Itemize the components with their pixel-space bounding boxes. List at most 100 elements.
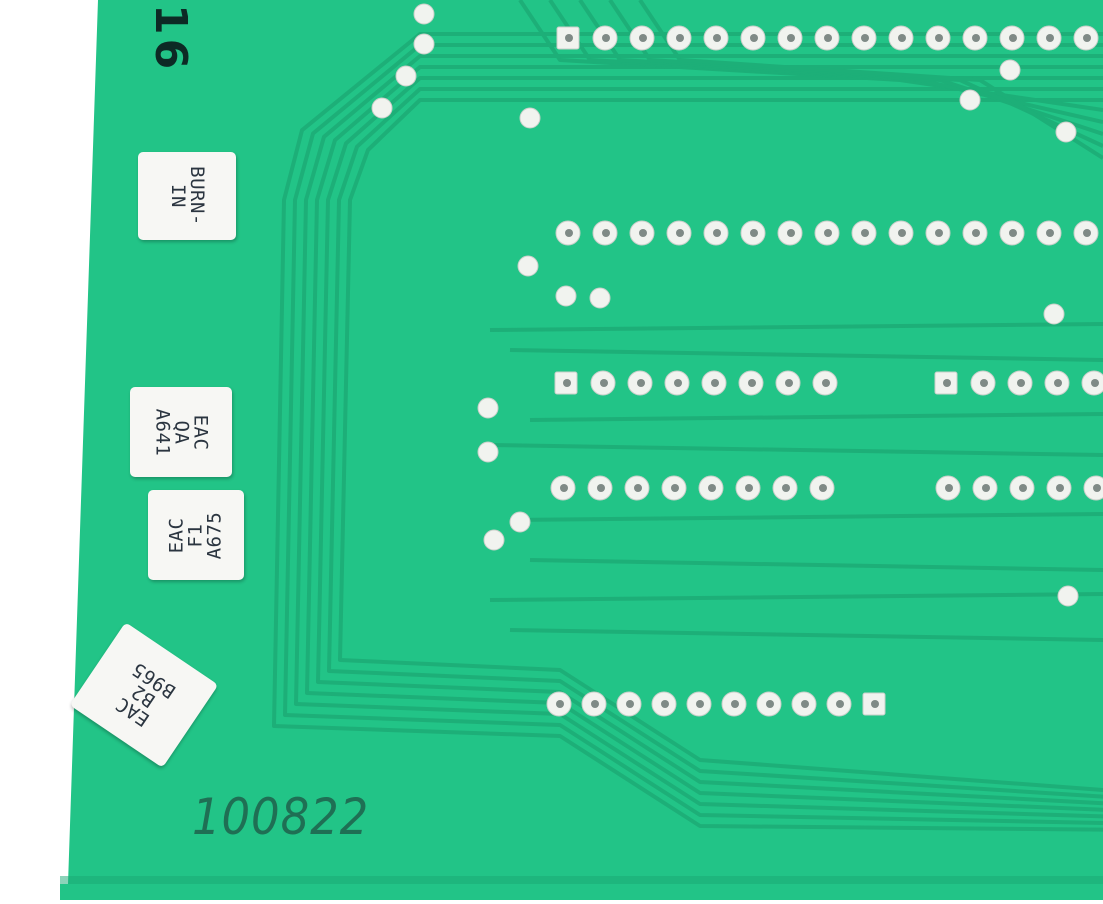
- square-pad: [556, 26, 580, 50]
- round-pad: [666, 220, 692, 246]
- round-pad: [629, 220, 655, 246]
- trace-line: [509, 512, 1103, 522]
- round-pad: [888, 25, 914, 51]
- sticker-eac-f1: EAC F1 A675: [148, 490, 244, 580]
- round-pad: [581, 691, 607, 717]
- sticker-burn-in-line1: BURN-: [185, 166, 208, 226]
- round-pad: [1046, 475, 1072, 501]
- via-hole: [483, 529, 505, 551]
- board-lower-edge-shadow: [60, 876, 1103, 884]
- round-pad: [703, 25, 729, 51]
- round-pad: [550, 475, 576, 501]
- round-pad: [661, 475, 687, 501]
- trace-line: [272, 32, 1103, 832]
- round-pad: [809, 475, 835, 501]
- via-hole: [413, 33, 435, 55]
- trace-line: [489, 443, 1103, 457]
- round-pad: [721, 691, 747, 717]
- round-pad: [587, 475, 613, 501]
- round-pad: [777, 220, 803, 246]
- round-pad: [592, 220, 618, 246]
- sticker-eac-qa-line1: EAC: [189, 414, 212, 450]
- round-pad: [756, 691, 782, 717]
- round-pad: [735, 475, 761, 501]
- trace-line: [529, 412, 1103, 422]
- round-pad: [592, 25, 618, 51]
- square-pad: [554, 371, 578, 395]
- round-pad: [740, 25, 766, 51]
- sticker-burn-in: BURN- IN: [138, 152, 236, 240]
- trace-line: [489, 322, 1103, 332]
- round-pad: [1036, 220, 1062, 246]
- via-hole: [477, 441, 499, 463]
- via-hole: [999, 59, 1021, 81]
- round-pad: [1073, 25, 1099, 51]
- sticker-eac-qa: EAC QA A641: [130, 387, 232, 477]
- sticker-eac-qa-line3: A641: [151, 408, 174, 456]
- round-pad: [851, 25, 877, 51]
- solder-pads: [546, 25, 1103, 717]
- via-hole: [1055, 121, 1077, 143]
- round-pad: [888, 220, 914, 246]
- round-pad: [1044, 370, 1070, 396]
- round-pad: [590, 370, 616, 396]
- via-hole: [589, 287, 611, 309]
- round-pad: [701, 370, 727, 396]
- via-hole: [509, 511, 531, 533]
- via-hole: [1057, 585, 1079, 607]
- round-pad: [703, 220, 729, 246]
- round-pad: [651, 691, 677, 717]
- trace-line: [327, 87, 1103, 799]
- round-pad: [616, 691, 642, 717]
- round-pad: [1073, 220, 1099, 246]
- square-pad: [934, 371, 958, 395]
- round-pad: [970, 370, 996, 396]
- round-pad: [777, 25, 803, 51]
- trace-line: [509, 628, 1103, 642]
- vias: [371, 3, 1079, 607]
- trace-line: [338, 98, 1103, 792]
- round-pad: [1083, 475, 1103, 501]
- via-hole: [517, 255, 539, 277]
- round-pad: [664, 370, 690, 396]
- copper-traces: [272, 0, 1103, 832]
- round-pad: [698, 475, 724, 501]
- square-pad: [862, 692, 886, 716]
- round-pad: [962, 220, 988, 246]
- round-pad: [999, 25, 1025, 51]
- via-hole: [1043, 303, 1065, 325]
- via-hole: [519, 107, 541, 129]
- trace-line: [529, 558, 1103, 572]
- sticker-burn-in-line2: IN: [166, 184, 189, 208]
- round-pad: [775, 370, 801, 396]
- sticker-eac-qa-line2: QA: [170, 420, 193, 444]
- round-pad: [1009, 475, 1035, 501]
- round-pad: [814, 25, 840, 51]
- trace-line: [489, 592, 1103, 602]
- via-hole: [413, 3, 435, 25]
- silkscreen-board-number: 100822: [192, 788, 370, 846]
- round-pad: [686, 691, 712, 717]
- round-pad: [925, 220, 951, 246]
- trace-line: [316, 76, 1103, 806]
- round-pad: [629, 25, 655, 51]
- round-pad: [555, 220, 581, 246]
- round-pad: [627, 370, 653, 396]
- via-hole: [959, 89, 981, 111]
- trace-line: [283, 43, 1103, 825]
- sticker-eac-f1-line3: A675: [203, 511, 226, 559]
- via-hole: [395, 65, 417, 87]
- round-pad: [666, 25, 692, 51]
- trace-line: [509, 348, 1103, 362]
- trace-line: [638, 0, 1103, 160]
- round-pad: [826, 691, 852, 717]
- round-pad: [1081, 370, 1103, 396]
- round-pad: [738, 370, 764, 396]
- via-hole: [477, 397, 499, 419]
- round-pad: [624, 475, 650, 501]
- round-pad: [1007, 370, 1033, 396]
- round-pad: [772, 475, 798, 501]
- round-pad: [791, 691, 817, 717]
